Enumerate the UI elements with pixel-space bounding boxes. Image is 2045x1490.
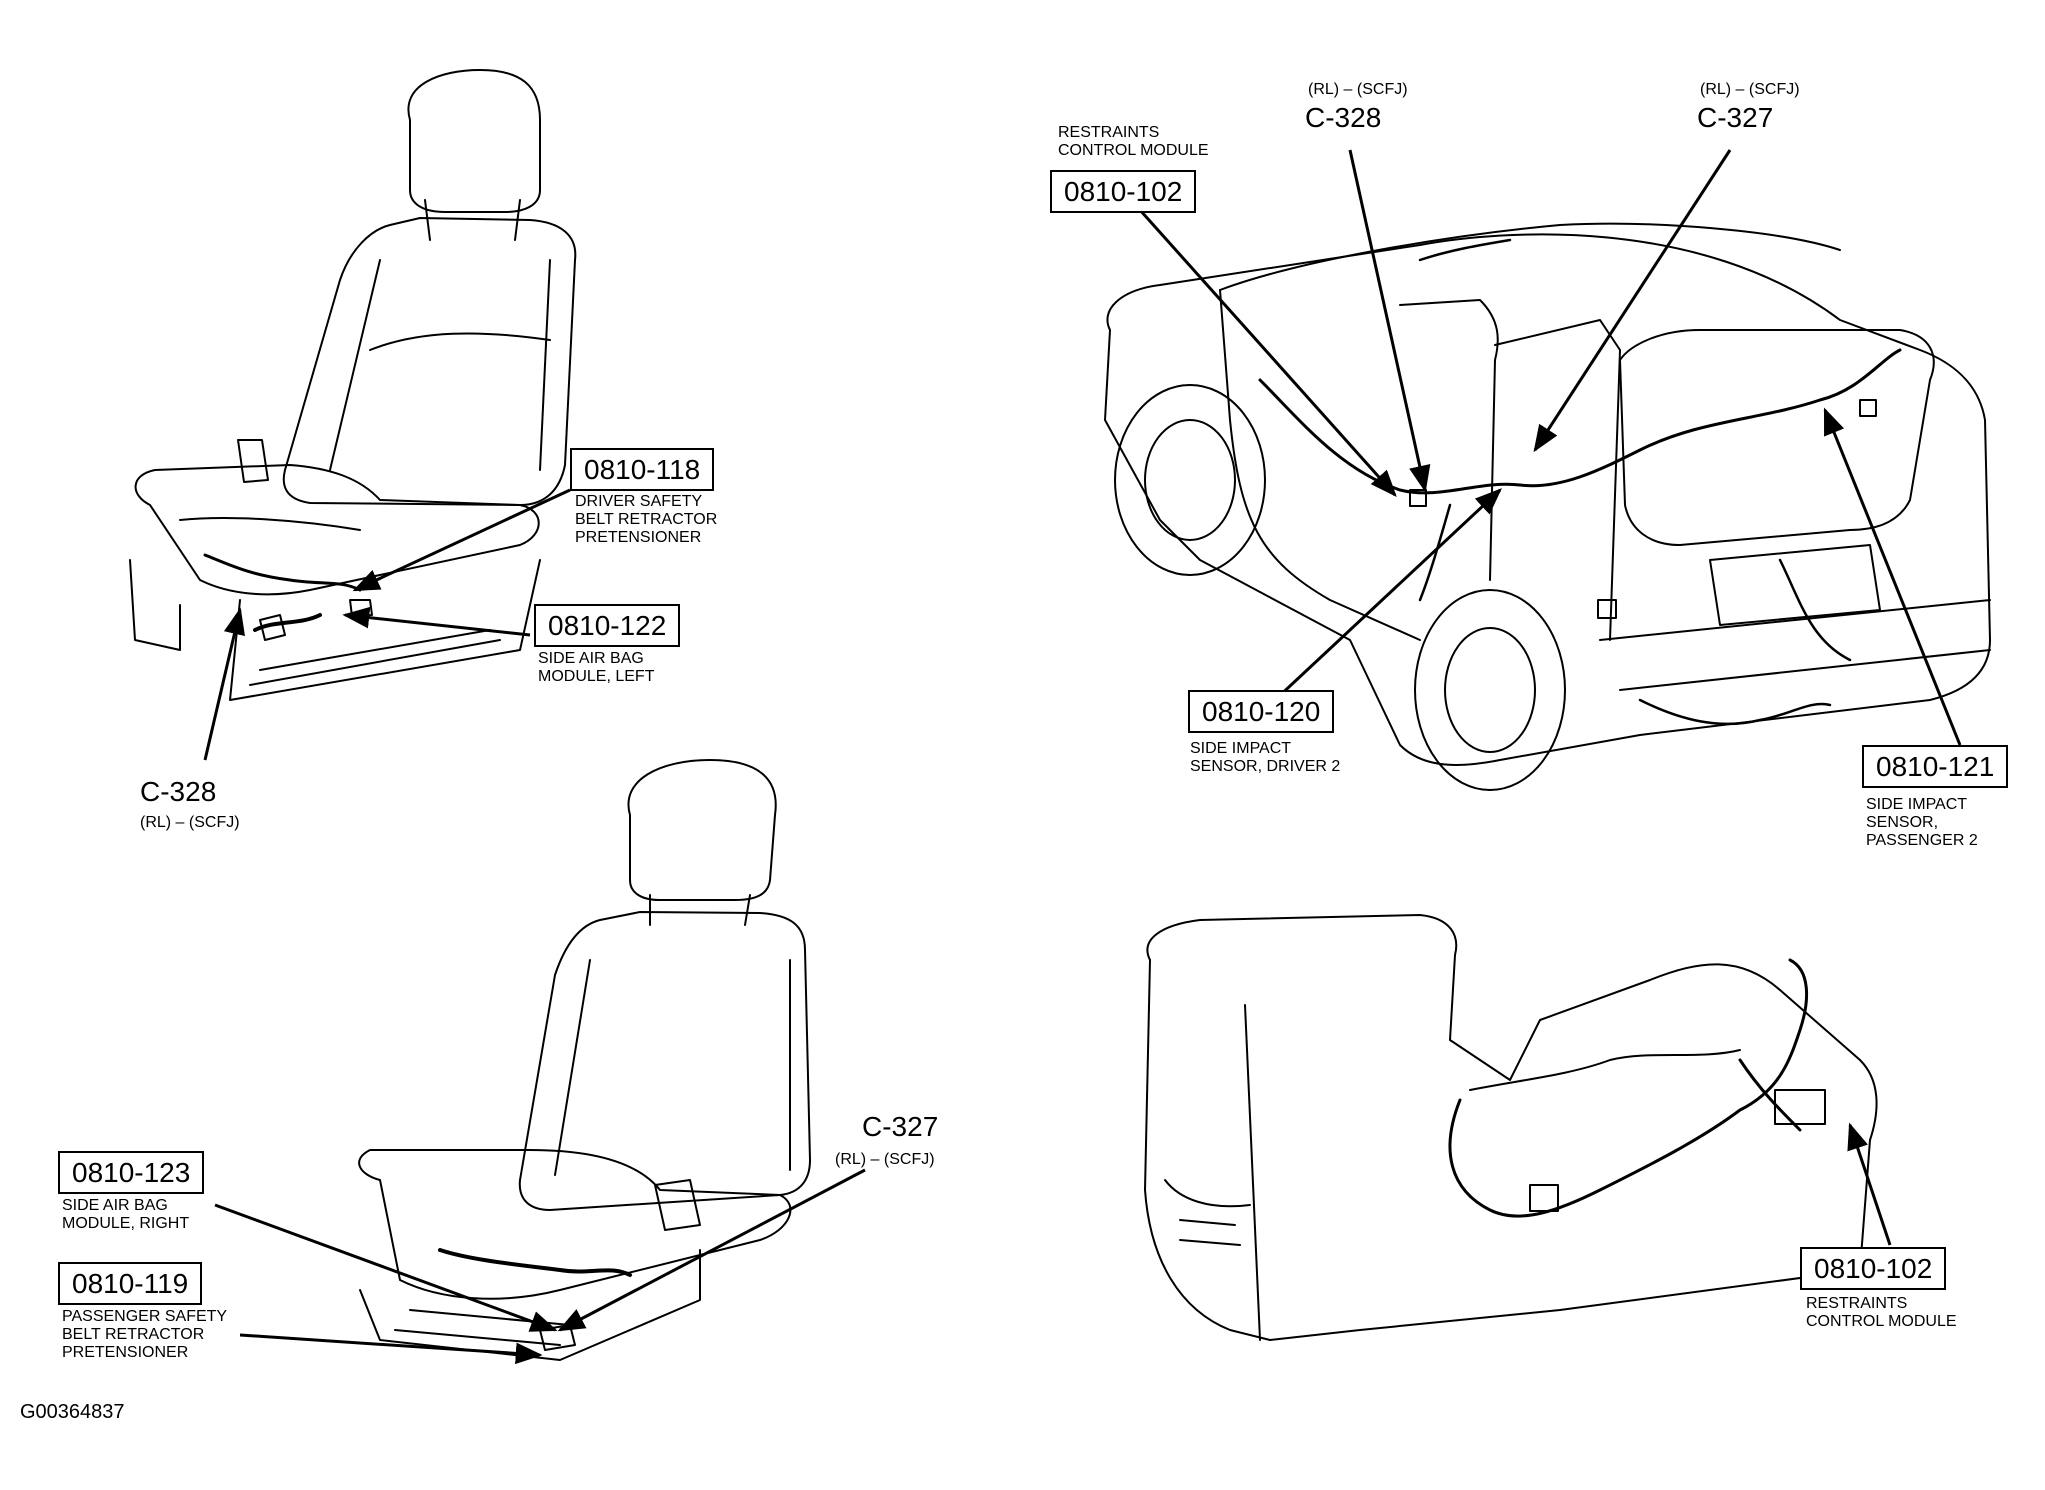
connector-c327-seat-sub: (RL) – (SCFJ) [835, 1151, 935, 1168]
leader-0810-119 [239, 1333, 543, 1365]
leader-0810-118 [352, 488, 571, 592]
callout-0810-119-code: 0810-119 [58, 1262, 203, 1305]
callout-0810-102-bottom-code: 0810-102 [1800, 1247, 1947, 1290]
vehicle-illustration [1104, 222, 1991, 791]
callout-0810-121-desc: SIDE IMPACT SENSOR, PASSENGER 2 [1866, 796, 1978, 849]
callout-0810-120-code: 0810-120 [1188, 690, 1335, 733]
leader-c327-top [1533, 149, 1732, 453]
callout-0810-119-desc: PASSENGER SAFETY BELT RETRACTOR PRETENSI… [62, 1308, 228, 1361]
callout-0810-102-top-code: 0810-102 [1050, 170, 1197, 213]
callout-0810-118-desc: DRIVER SAFETY BELT RETRACTOR PRETENSIONE… [575, 493, 718, 546]
leader-0810-102-top [1138, 208, 1397, 498]
leader-0810-122 [342, 606, 531, 637]
callout-0810-123-desc: SIDE AIR BAG MODULE, RIGHT [62, 1197, 190, 1232]
passenger-seat-illustration [358, 759, 811, 1361]
callout-0810-102-bottom-desc: RESTRAINTS CONTROL MODULE [1806, 1295, 1957, 1330]
console-illustration [1144, 914, 1878, 1341]
callout-0810-122-code: 0810-122 [534, 604, 681, 647]
connector-c327-top: C-327 [1697, 102, 1774, 133]
leader-c327-seat [557, 1168, 866, 1332]
figure-id: G00364837 [20, 1401, 125, 1423]
leader-0810-120 [1273, 488, 1502, 702]
connector-c328-left: C-328 [140, 776, 217, 807]
callout-0810-123-code: 0810-123 [58, 1151, 205, 1194]
connector-c328-top: C-328 [1305, 102, 1382, 133]
callout-0810-120-desc: SIDE IMPACT SENSOR, DRIVER 2 [1190, 740, 1341, 775]
leader-0810-121 [1823, 407, 1962, 746]
callout-0810-118-code: 0810-118 [570, 448, 715, 491]
connector-c327-top-sub: (RL) – (SCFJ) [1700, 81, 1800, 98]
leader-c328-top [1348, 149, 1431, 493]
connector-c327-seat: C-327 [862, 1111, 939, 1142]
leader-0810-123 [214, 1203, 558, 1332]
connector-c328-left-sub: (RL) – (SCFJ) [140, 814, 240, 831]
callout-0810-121-code: 0810-121 [1862, 745, 2009, 788]
leader-c328-seat [203, 607, 245, 761]
callout-0810-102-top-desc: RESTRAINTS CONTROL MODULE [1058, 124, 1209, 159]
leader-0810-102-bottom [1847, 1122, 1892, 1246]
driver-seat-illustration [129, 69, 577, 701]
connector-c328-top-sub: (RL) – (SCFJ) [1308, 81, 1408, 98]
callout-0810-122-desc: SIDE AIR BAG MODULE, LEFT [538, 650, 655, 685]
